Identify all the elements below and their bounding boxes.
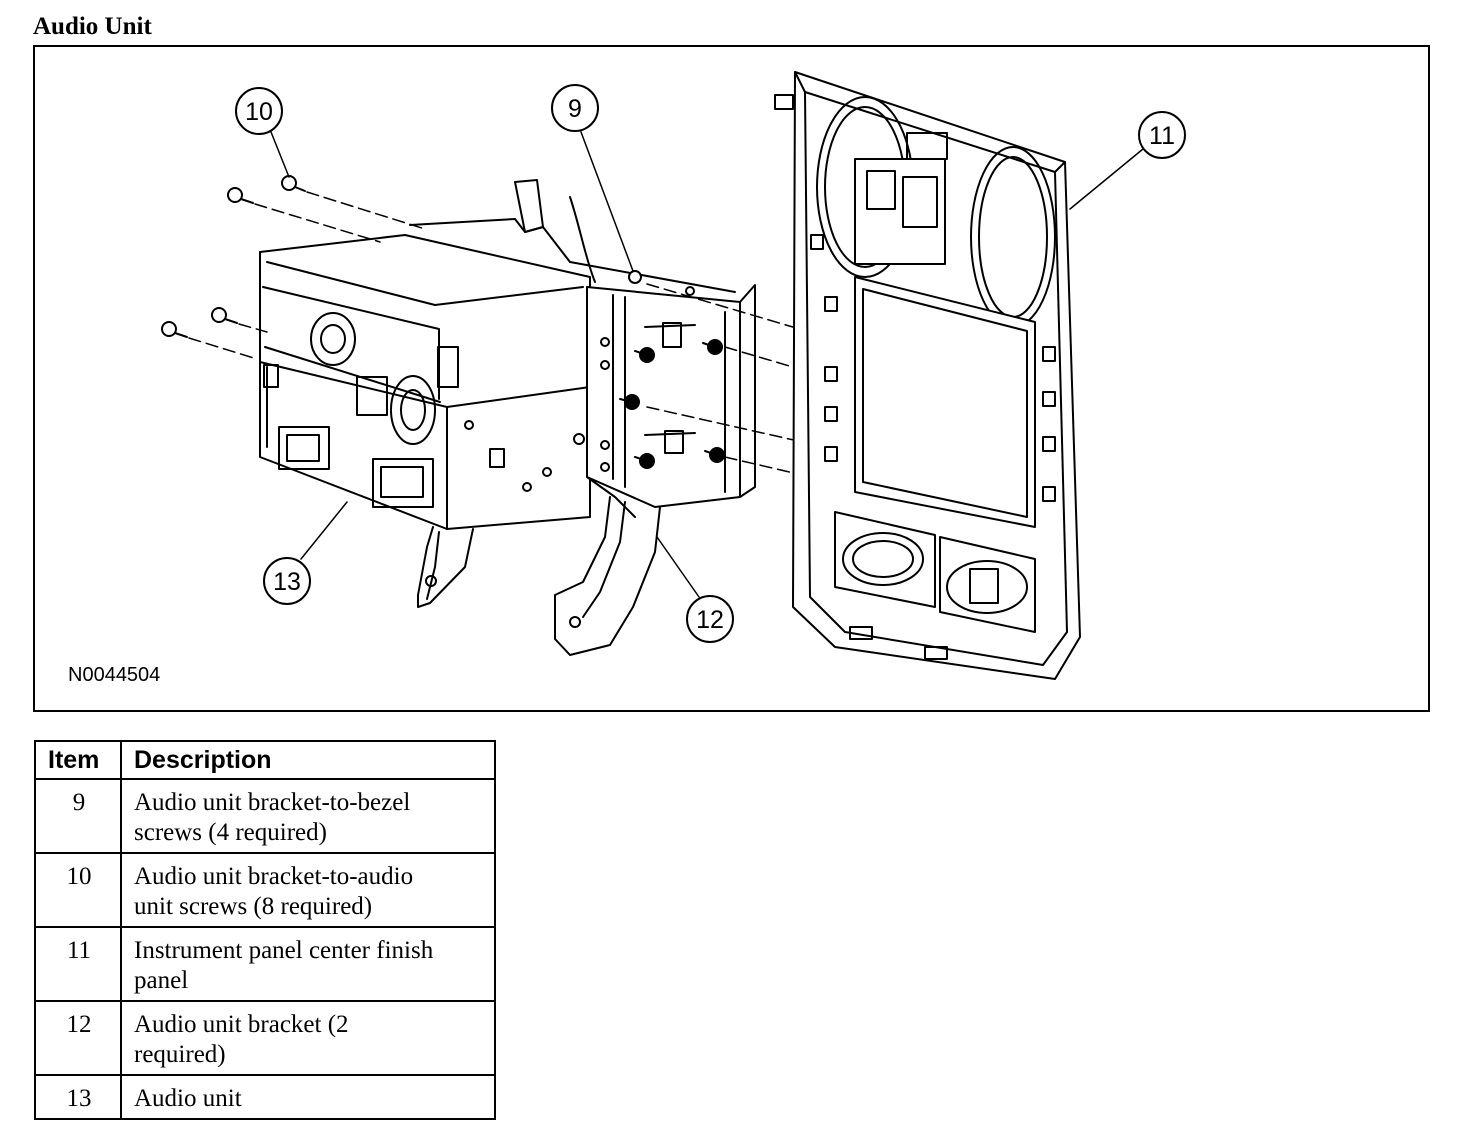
svg-text:11: 11 bbox=[1149, 122, 1175, 150]
page-title: Audio Unit bbox=[33, 13, 152, 40]
item-number: 12 bbox=[34, 1000, 122, 1076]
callout-11: 11 bbox=[1138, 111, 1186, 159]
item-number: 13 bbox=[34, 1074, 122, 1120]
callout-9: 9 bbox=[551, 84, 599, 132]
item-description: Audio unit bbox=[120, 1074, 496, 1120]
callout-13: 13 bbox=[263, 557, 311, 605]
header-item: Item bbox=[34, 740, 122, 780]
svg-text:9: 9 bbox=[568, 95, 582, 123]
callout-10: 10 bbox=[235, 87, 283, 135]
item-number: 9 bbox=[34, 778, 122, 854]
legend-table: Item Description 9 Audio unit bracket-to… bbox=[34, 740, 496, 1120]
screws-drawing bbox=[161, 175, 725, 469]
table-row: 13 Audio unit bbox=[34, 1074, 496, 1120]
svg-text:13: 13 bbox=[273, 568, 301, 596]
finish-panel-drawing bbox=[774, 71, 1081, 680]
exploded-diagram: 10 9 11 12 13 N0044504 bbox=[33, 45, 1430, 712]
callout-12: 12 bbox=[686, 595, 734, 643]
header-description: Description bbox=[120, 740, 496, 780]
item-number: 11 bbox=[34, 926, 122, 1002]
diagram-drawing: 10 9 11 12 13 bbox=[161, 71, 1186, 680]
svg-text:12: 12 bbox=[696, 606, 724, 634]
leader-lines bbox=[270, 131, 1144, 598]
figure-id: N0044504 bbox=[68, 664, 161, 686]
item-number: 10 bbox=[34, 852, 122, 928]
bracket-drawing bbox=[409, 179, 756, 656]
audio-unit-drawing bbox=[259, 234, 591, 608]
table-header-row: Item Description bbox=[34, 740, 496, 780]
svg-text:10: 10 bbox=[245, 98, 273, 126]
